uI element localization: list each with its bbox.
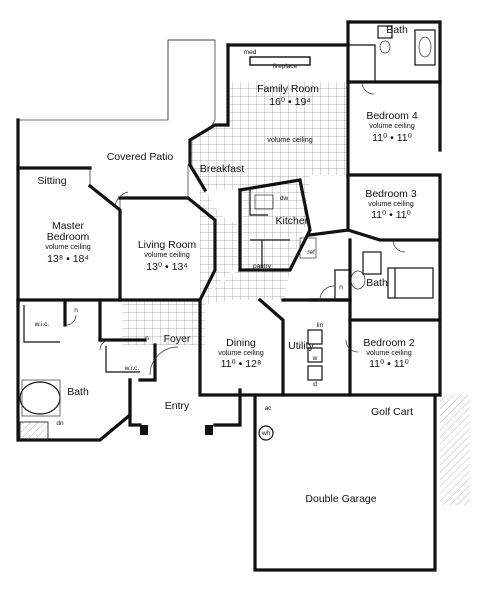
bedroom2-label: Bedroom 2: [363, 337, 415, 349]
w-label: w: [312, 355, 318, 362]
bedroom3-ceiling: volume ceiling: [368, 199, 414, 208]
med-label: med: [244, 49, 257, 56]
n-label-foyer: n: [145, 335, 149, 342]
dining-ceiling: volume ceiling: [218, 348, 264, 357]
living-room-dims: 13⁰ • 13⁴: [146, 261, 188, 273]
dining-label: Dining: [226, 337, 256, 349]
entry-label: Entry: [165, 400, 190, 412]
lin-label: lin: [317, 322, 324, 329]
bedroom4-label: Bedroom 4: [366, 110, 418, 122]
ref-label: ref: [307, 249, 315, 256]
family-room-dims: 16⁰ • 19⁴: [269, 96, 311, 108]
walls: [16, 20, 442, 572]
wic-master-label: w.i.c.: [34, 321, 50, 328]
bedroom4-dims: 11⁰ • 11⁰: [372, 132, 413, 144]
dining-dims: 11⁰ • 12⁸: [221, 358, 262, 370]
dn-label: dn: [56, 420, 64, 427]
room-labels: med fireplace Family Room 16⁰ • 19⁴ volu…: [34, 24, 418, 505]
covered-patio-label: Covered Patio: [107, 151, 174, 163]
master-bath-label: Bath: [67, 386, 89, 398]
fixtures: [19, 25, 470, 571]
family-room-ceiling: volume ceiling: [267, 135, 313, 144]
wh-label: wh: [261, 430, 271, 437]
pantry-label: pantry: [253, 263, 272, 270]
tiled-floor-lower: [122, 190, 238, 345]
bath-mid-label: Bath: [366, 277, 388, 289]
sitting-label: Sitting: [37, 175, 66, 187]
ac-label: ac: [265, 405, 273, 412]
bedroom2-dims: 11⁰ • 11⁰: [369, 358, 410, 370]
master-bedroom-ceiling: volume ceiling: [45, 242, 91, 251]
golf-cart-label: Golf Cart: [371, 406, 413, 418]
d-label: d: [313, 381, 317, 388]
breakfast-label: Breakfast: [200, 163, 244, 175]
n-label-mid: n: [339, 284, 343, 291]
utility-label: Utility: [288, 340, 314, 352]
bedroom4-ceiling: volume ceiling: [369, 121, 415, 130]
family-room-label: Family Room: [257, 83, 319, 95]
master-bedroom-dims: 13⁸ • 18⁴: [47, 253, 89, 265]
n-label-master: n: [74, 307, 78, 314]
wic-bath-label: w.i.c.: [124, 365, 140, 372]
bath-top-label: Bath: [386, 24, 408, 36]
master-bedroom-label-1: Master: [52, 220, 85, 232]
fireplace-label: fireplace: [273, 63, 298, 70]
living-room-ceiling: volume ceiling: [144, 250, 190, 259]
bedroom3-label: Bedroom 3: [365, 188, 417, 200]
foyer-label: Foyer: [164, 333, 191, 345]
tiled-floor: [125, 45, 348, 340]
living-room-label: Living Room: [138, 239, 197, 251]
bedroom3-dims: 11⁰ • 11⁰: [371, 209, 412, 221]
double-garage-label: Double Garage: [305, 493, 376, 505]
dw-label: dw: [280, 195, 289, 202]
bedroom2-ceiling: volume ceiling: [366, 348, 412, 357]
kitchen-label: Kitchen: [275, 215, 310, 227]
master-bedroom-label-2: Bedroom: [47, 231, 90, 243]
